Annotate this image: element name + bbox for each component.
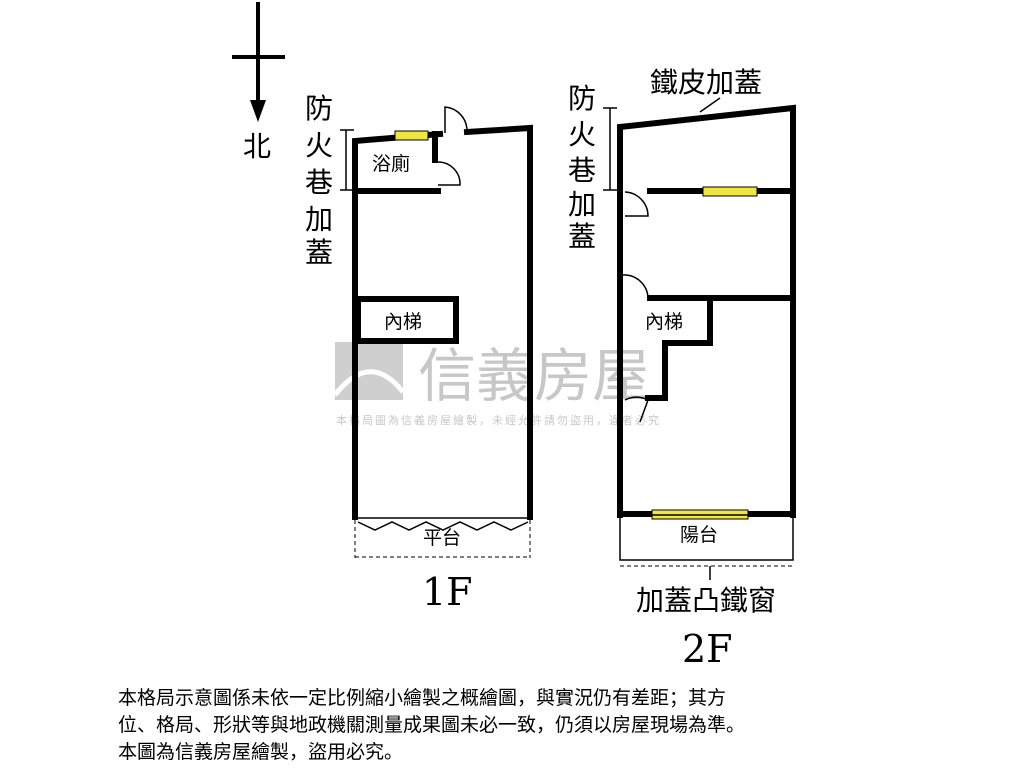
disclaimer-line: 本圖為信義房屋繪製，盜用必究。 — [118, 741, 404, 763]
window-icon — [702, 186, 758, 197]
char: 防 — [568, 82, 596, 115]
disclaimer-line: 本格局示意圖係未依一定比例縮小繪製之概繪圖，與實況仍有差距；其方 — [118, 687, 727, 709]
char: 蓋 — [568, 220, 596, 253]
north-label: 北 — [243, 130, 271, 163]
disclaimer-line: 位、格局、形狀等與地政機關測量成果圖未必一致，仍須以房屋現場為準。 — [118, 714, 746, 736]
char: 防 — [305, 92, 333, 125]
door-icon — [621, 274, 649, 299]
char: 加 — [568, 188, 596, 221]
floor2-label: 2F — [682, 627, 733, 671]
room-stairs-2f: 內梯 — [645, 311, 683, 333]
dimension-line — [603, 107, 617, 191]
room-balcony: 陽台 — [680, 524, 718, 546]
door-icon — [437, 161, 461, 186]
char: 蓋 — [305, 236, 333, 269]
char: 火 — [305, 129, 333, 162]
roof-note: 鐵皮加蓋 — [650, 66, 762, 99]
door-icon — [444, 106, 468, 133]
watermark: 信義房屋 本格局圖為信義房屋繪製，未經允許請勿盜用，違者必究 — [333, 342, 661, 427]
room-platform: 平台 — [423, 527, 461, 549]
char: 巷 — [568, 154, 596, 187]
room-bathroom: 浴廁 — [372, 152, 410, 175]
north-arrow-icon — [232, 2, 285, 122]
dimension-line — [340, 129, 354, 191]
watermark-notice: 本格局圖為信義房屋繪製，未經允許請勿盜用，違者必究 — [336, 413, 661, 427]
char: 巷 — [305, 166, 333, 199]
floor2-side-label: 防 火 巷 加 蓋 — [568, 82, 596, 253]
floor1-side-label: 防 火 巷 加 蓋 — [305, 92, 333, 269]
window-icon — [394, 130, 429, 141]
room-stairs-1f: 內梯 — [384, 311, 422, 333]
window-note: 加蓋凸鐵窗 — [636, 584, 776, 617]
floor1-plan — [352, 106, 533, 558]
floor1-label: 1F — [422, 570, 473, 614]
door-icon — [624, 191, 649, 217]
char: 火 — [568, 118, 596, 151]
watermark-brand: 信義房屋 — [418, 342, 650, 410]
char: 加 — [305, 203, 333, 236]
door-icon — [624, 396, 649, 423]
floor2-plan — [617, 104, 796, 580]
